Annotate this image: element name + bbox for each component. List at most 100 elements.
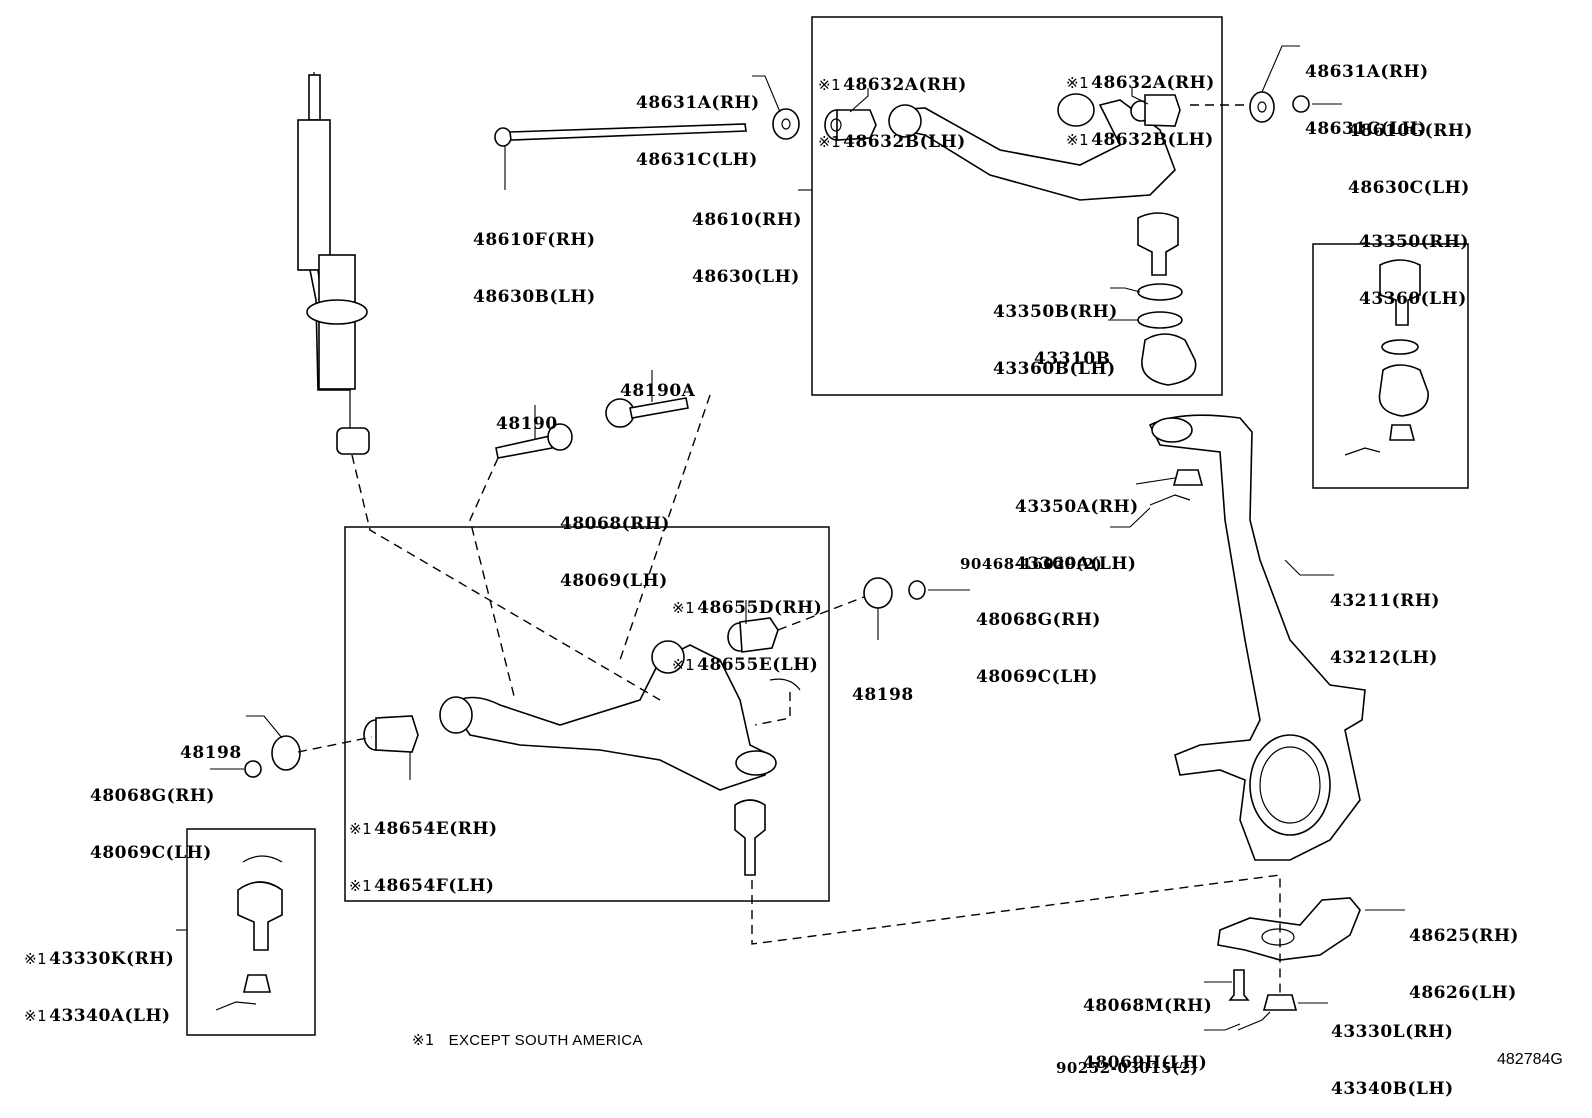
- part-number: 43360A(LH): [1015, 554, 1137, 574]
- part-number: 43340A(LH): [49, 1006, 171, 1026]
- part-number: 48632A(RH): [843, 75, 967, 95]
- part-number: 48069(LH): [560, 571, 668, 591]
- callout-upper-ball-joint-assy[interactable]: 43350(RH) 43360(LH): [1359, 195, 1469, 328]
- upper-right-washer: [1249, 91, 1275, 123]
- footnote-mark: ※1: [1066, 74, 1090, 92]
- leader-lower-cotter: [1204, 1023, 1241, 1031]
- footnote-mark: ※1: [818, 76, 842, 94]
- part-number: 48632A(RH): [1091, 73, 1215, 93]
- lower-rear-bushing: [727, 617, 779, 653]
- part-number: 48068G(RH): [90, 786, 215, 806]
- dash-snap-ring: [754, 692, 791, 726]
- steering-knuckle: [1148, 414, 1366, 861]
- upper-control-arm: [888, 93, 1176, 201]
- leader-upper-ball-nut: [1135, 477, 1176, 485]
- part-number: 43310B: [1034, 349, 1111, 369]
- footnote-text: EXCEPT SOUTH AMERICA: [448, 1032, 643, 1049]
- callout-upper-bolt[interactable]: 48610F(RH) 48630B(LH): [473, 193, 596, 326]
- part-number: 48068M(RH): [1083, 996, 1213, 1016]
- callout-lower-nut-left[interactable]: 48068G(RH) 48069C(LH): [90, 749, 215, 882]
- leader-upper-cotter: [1110, 507, 1151, 528]
- lower-arm-group-box: [344, 526, 830, 902]
- callout-lower-nut-right[interactable]: 48068G(RH) 48069C(LH): [976, 573, 1101, 706]
- part-number: 48068G(RH): [976, 610, 1101, 630]
- part-number: 48630B(LH): [473, 287, 596, 307]
- part-number: 43350B(RH): [993, 302, 1118, 322]
- shock-absorber: [297, 72, 370, 455]
- callout-knuckle[interactable]: 43211(RH) 43212(LH): [1330, 554, 1440, 687]
- part-number: 43330K(RH): [49, 949, 175, 969]
- callout-upper-cotter-pin[interactable]: 90468-16029(2): [960, 517, 1102, 593]
- leader-upper-right-washer: [1261, 45, 1300, 93]
- upper-left-washer: [772, 108, 800, 140]
- part-number: 48069C(LH): [90, 843, 212, 863]
- dash-bolt-right: [619, 394, 711, 661]
- callout-upper-right-washer[interactable]: 48631A(RH) 48631C(LH): [1305, 25, 1429, 158]
- footnote: ※1 EXCEPT SOUTH AMERICA: [403, 1014, 643, 1049]
- footnote-mark: ※1: [349, 877, 373, 895]
- part-number: 48610G(RH): [1348, 121, 1473, 141]
- callout-boot-ring[interactable]: 43310B: [1034, 312, 1111, 388]
- callout-cam-plate-right[interactable]: 48198: [852, 648, 914, 724]
- lower-ball-joint-in-box: [734, 799, 766, 876]
- callout-upper-arm-assy[interactable]: 48610(RH) 48630(LH): [692, 173, 802, 306]
- callout-camber-bolt[interactable]: 48190: [496, 377, 558, 453]
- lower-ball-joint-group-box: [186, 828, 316, 1036]
- part-number: 48632B(LH): [1091, 130, 1214, 150]
- part-number: 48630C(LH): [1348, 178, 1470, 198]
- part-number: 48068(RH): [560, 514, 670, 534]
- part-number: 90468-16029(2): [960, 555, 1103, 573]
- dust-boot: [1141, 333, 1197, 386]
- callout-lower-cotter-pin[interactable]: 90252-03015(2): [1056, 1021, 1198, 1097]
- part-number: 90252-03015(2): [1056, 1059, 1199, 1077]
- ball-joint-assy-parts: [1344, 259, 1429, 456]
- part-number: 48654F(LH): [374, 876, 495, 896]
- lower-nut-left: [244, 760, 262, 778]
- callout-upper-left-washer[interactable]: 48631A(RH) 48631C(LH): [636, 56, 760, 189]
- part-number: 48654E(RH): [374, 819, 498, 839]
- knuckle-arm-bolt: [1228, 969, 1250, 1001]
- callout-lower-ball-nut[interactable]: 43330L(RH) 43340B(LH): [1331, 985, 1454, 1118]
- part-number: 48655E(LH): [697, 655, 819, 675]
- part-number: 48630(LH): [692, 267, 800, 287]
- part-number: 43360(LH): [1359, 289, 1467, 309]
- part-number: 43350A(RH): [1015, 497, 1139, 517]
- callout-upper-ball-nut[interactable]: 43350A(RH) 43360A(LH): [1015, 460, 1139, 593]
- part-number: 48610F(RH): [473, 230, 596, 250]
- boot-ring: [1137, 311, 1183, 329]
- lower-nut-right: [908, 580, 926, 600]
- part-number: 48198: [180, 743, 242, 763]
- callout-knuckle-arm[interactable]: 48625(RH) 48626(LH): [1409, 889, 1519, 1022]
- part-number: 48198: [852, 685, 914, 705]
- callout-lower-arm-assy[interactable]: 48068(RH) 48069(LH): [560, 477, 670, 610]
- leader-upper-right-bushing: [1131, 88, 1149, 105]
- upper-cotter-pin: [1149, 494, 1191, 506]
- drawing-id: 482784G: [1497, 1051, 1563, 1068]
- part-number: 43330L(RH): [1331, 1022, 1454, 1042]
- footnote-mark: ※1: [349, 820, 373, 838]
- part-number: 43350(RH): [1359, 232, 1469, 252]
- dash-shock-to-arm: [351, 454, 661, 701]
- footnote-mark: ※1: [24, 1007, 48, 1025]
- callout-upper-snap-ring[interactable]: 43350B(RH) 43360B(LH): [993, 265, 1118, 398]
- camber-bolt: [495, 423, 573, 459]
- callout-cam-plate-left[interactable]: 48198: [180, 706, 242, 782]
- footnote-mark: ※1: [411, 1031, 435, 1049]
- lower-cotter-pin: [1237, 1011, 1271, 1031]
- footnote-mark: ※1: [818, 133, 842, 151]
- callout-camber-bolt-a[interactable]: 48190A: [620, 344, 695, 420]
- part-number: 43212(LH): [1330, 648, 1438, 668]
- part-number: 48610(RH): [692, 210, 802, 230]
- lower-ball-joint-parts: [215, 855, 283, 1011]
- callout-upper-nut[interactable]: 48610G(RH) 48630C(LH): [1348, 84, 1473, 217]
- callout-knuckle-arm-bolt[interactable]: 48068M(RH) 48069H(LH): [1083, 959, 1212, 1092]
- part-number: 48190: [496, 414, 558, 434]
- part-number: 48631A(RH): [1305, 62, 1429, 82]
- part-number: 48069H(LH): [1083, 1053, 1208, 1073]
- part-number: 48626(LH): [1409, 983, 1517, 1003]
